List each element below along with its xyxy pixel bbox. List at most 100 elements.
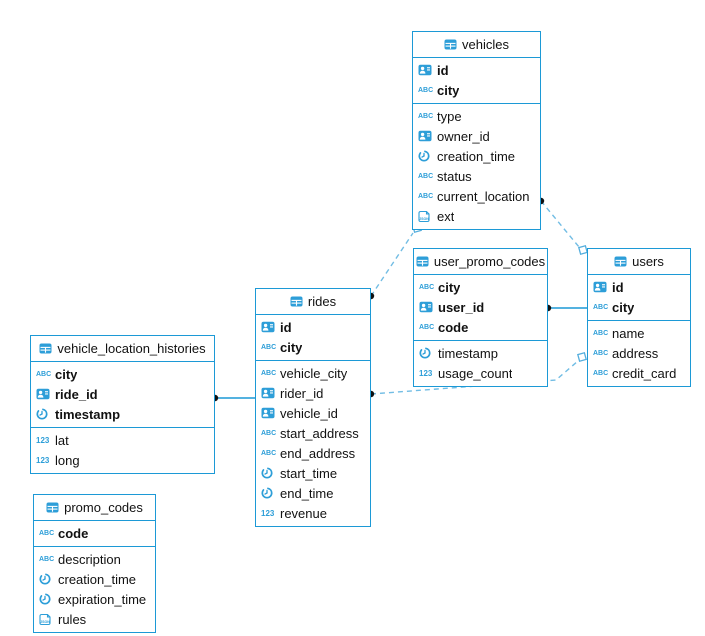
column-row: ride_id (31, 384, 214, 404)
id-icon (36, 388, 55, 400)
text-icon: ABC (261, 369, 277, 377)
table-header[interactable]: promo_codes (34, 495, 155, 521)
column-name: status (437, 168, 472, 184)
column-name: creation_time (437, 148, 516, 164)
text-icon: ABC (418, 172, 434, 180)
column-name: credit_card (612, 365, 677, 381)
text-icon: ABC (261, 429, 277, 437)
relationship-diamond-endpoint (577, 352, 587, 362)
relationship-user_promo_codes-users[interactable] (544, 304, 587, 312)
column-name: type (437, 108, 462, 124)
table-title: promo_codes (64, 500, 143, 515)
text-icon: ABC (419, 323, 435, 331)
clock-icon (36, 408, 55, 420)
column-name: vehicle_city (280, 365, 348, 381)
column-name: expiration_time (58, 591, 147, 607)
table-title: vehicles (462, 37, 509, 52)
column-name: long (55, 452, 80, 468)
text-icon: ABC (418, 86, 434, 94)
column-name: end_address (280, 445, 356, 461)
column-name: city (280, 339, 303, 355)
column-name: start_time (280, 465, 338, 481)
column-row: timestamp (31, 404, 214, 424)
relationship-line (370, 232, 414, 297)
number-icon: 123 (261, 508, 275, 518)
column-row: start_time (256, 463, 370, 483)
column-name: city (55, 366, 78, 382)
id-icon (261, 387, 280, 399)
column-name: id (437, 62, 449, 78)
text-icon: ABC (418, 192, 434, 200)
json-icon: JSON (39, 613, 58, 626)
relationship-vehicle_location_histories-rides[interactable] (211, 394, 255, 402)
table-header[interactable]: user_promo_codes (414, 249, 547, 275)
column-row: creation_time (413, 146, 540, 166)
column-name: ride_id (55, 386, 98, 402)
column-name: timestamp (55, 406, 121, 422)
column-name: user_id (438, 299, 485, 315)
column-name: end_time (280, 485, 334, 501)
text-icon: ABC (593, 303, 609, 311)
column-name: timestamp (438, 345, 498, 361)
table-header[interactable]: vehicles (413, 32, 540, 58)
table-header[interactable]: vehicle_location_histories (31, 336, 214, 362)
text-icon: ABC (593, 349, 609, 357)
number-icon: 123 (36, 455, 50, 465)
column-name: vehicle_id (280, 405, 338, 421)
text-icon: ABC (419, 283, 435, 291)
column-name: id (280, 319, 292, 335)
text-icon: ABC (39, 555, 55, 563)
column-row: vehicle_id (256, 403, 370, 423)
id-icon (593, 281, 612, 293)
text-icon: ABC (36, 370, 52, 378)
column-row: timestamp (414, 343, 547, 363)
relationship-diamond-endpoint (578, 245, 588, 255)
column-row: id (413, 60, 540, 80)
table-header[interactable]: users (588, 249, 690, 275)
column-name: owner_id (437, 128, 490, 144)
table-header[interactable]: rides (256, 289, 370, 315)
table-title: rides (307, 294, 337, 309)
table-title: user_promo_codes (433, 254, 546, 269)
relationship-vehicles-users[interactable] (537, 197, 588, 255)
json-icon: JSON (418, 210, 437, 223)
text-icon: ABC (593, 369, 609, 377)
id-icon (418, 130, 437, 142)
table-icon (444, 38, 457, 51)
text-icon: ABC (261, 343, 277, 351)
number-icon: 123 (419, 368, 433, 378)
text-icon: ABC (261, 449, 277, 457)
column-row: creation_time (34, 569, 155, 589)
column-row: rider_id (256, 383, 370, 403)
